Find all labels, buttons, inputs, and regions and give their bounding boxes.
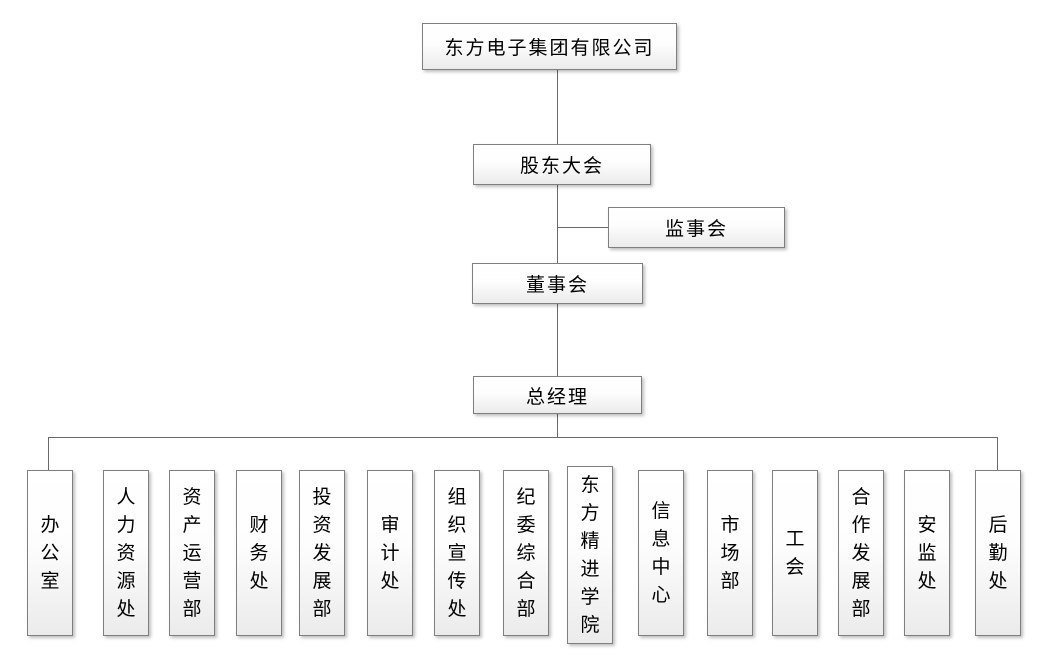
department-label-char: 产 (182, 514, 202, 536)
department-label-char: 进 (580, 558, 600, 580)
department-label-char: 运 (182, 542, 202, 564)
org-box-department-14: 安监处 (904, 470, 950, 636)
connector-line (557, 185, 558, 263)
org-box-supervisory-board: 监事会 (608, 207, 785, 248)
department-label-char: 审 (380, 514, 400, 536)
org-box-department-10: 信息中心 (638, 470, 684, 636)
department-label-char: 计 (380, 542, 400, 564)
department-label-char: 中 (651, 556, 671, 578)
connector-line (997, 437, 998, 470)
org-box-department-8: 纪委综合部 (503, 470, 549, 636)
department-label-char: 部 (851, 598, 871, 620)
department-label-char: 勤 (988, 542, 1008, 564)
department-label-char: 资 (116, 542, 136, 564)
department-label-char: 作 (851, 514, 871, 536)
department-label-char: 综 (516, 542, 536, 564)
department-label-char: 学 (580, 586, 600, 608)
org-box-board-of-directors-label: 董事会 (525, 274, 589, 296)
department-label-char: 营 (182, 570, 202, 592)
department-label-char: 传 (447, 570, 467, 592)
department-label-char: 源 (116, 570, 136, 592)
org-box-company-label: 东方电子集团有限公司 (444, 37, 655, 59)
connector-line (557, 414, 558, 437)
department-label-char: 组 (447, 486, 467, 508)
department-label-char: 财 (249, 514, 269, 536)
department-label-char: 工 (785, 528, 805, 550)
department-label-char: 纪 (516, 486, 536, 508)
org-box-shareholders-meeting-label: 股东大会 (519, 155, 604, 177)
department-label-char: 投 (312, 486, 332, 508)
org-box-general-manager: 总经理 (473, 376, 642, 414)
org-box-department-15: 后勤处 (975, 470, 1021, 636)
connector-line (48, 437, 998, 438)
department-label-char: 部 (516, 598, 536, 620)
department-label-char: 发 (851, 542, 871, 564)
connector-line (557, 227, 608, 228)
department-label-char: 部 (182, 598, 202, 620)
department-label-char: 力 (116, 514, 136, 536)
org-box-department-9: 东方精进学院 (567, 466, 613, 644)
org-box-department-11: 市场部 (707, 470, 753, 636)
department-label-char: 心 (651, 584, 671, 606)
connector-line (48, 437, 49, 470)
department-label-char: 发 (312, 542, 332, 564)
department-label-char: 信 (651, 500, 671, 522)
org-box-supervisory-board-label: 监事会 (664, 218, 728, 240)
org-box-department-4: 财务处 (236, 470, 282, 636)
org-box-company: 东方电子集团有限公司 (422, 23, 677, 70)
org-box-department-6: 审计处 (367, 470, 413, 636)
department-label-char: 合 (516, 570, 536, 592)
department-label-char: 息 (651, 528, 671, 550)
department-label-char: 处 (380, 570, 400, 592)
department-label-char: 精 (580, 530, 600, 552)
department-label-char: 处 (917, 570, 937, 592)
department-label-char: 院 (580, 614, 600, 636)
org-box-department-7: 组织宣传处 (434, 470, 480, 636)
department-label-char: 合 (851, 486, 871, 508)
department-label-char: 展 (312, 570, 332, 592)
department-label-char: 织 (447, 514, 467, 536)
department-label-char: 部 (720, 570, 740, 592)
org-box-department-13: 合作发展部 (838, 470, 884, 636)
org-box-board-of-directors: 董事会 (472, 263, 643, 304)
org-box-department-12: 工会 (772, 470, 818, 636)
department-label-char: 市 (720, 514, 740, 536)
department-label-char: 人 (116, 486, 136, 508)
department-label-char: 处 (988, 570, 1008, 592)
department-label-char: 资 (312, 514, 332, 536)
org-box-shareholders-meeting: 股东大会 (473, 144, 651, 185)
department-label-char: 后 (988, 514, 1008, 536)
org-box-department-2: 人力资源处 (103, 470, 149, 636)
department-label-char: 东 (580, 474, 600, 496)
department-label-char: 处 (116, 598, 136, 620)
department-label-char: 宣 (447, 542, 467, 564)
department-label-char: 会 (785, 556, 805, 578)
org-box-general-manager-label: 总经理 (525, 385, 589, 408)
department-label-char: 处 (249, 570, 269, 592)
department-label-char: 展 (851, 570, 871, 592)
department-label-char: 公 (40, 542, 60, 564)
department-label-char: 室 (40, 570, 60, 592)
org-box-department-3: 资产运营部 (169, 470, 215, 636)
department-label-char: 安 (917, 514, 937, 536)
org-box-department-1: 办公室 (27, 470, 73, 636)
department-label-char: 部 (312, 598, 332, 620)
department-label-char: 资 (182, 486, 202, 508)
department-label-char: 办 (40, 514, 60, 536)
connector-line (557, 304, 558, 376)
department-label-char: 方 (580, 502, 600, 524)
department-label-char: 处 (447, 598, 467, 620)
department-label-char: 监 (917, 542, 937, 564)
department-label-char: 务 (249, 542, 269, 564)
department-label-char: 委 (516, 514, 536, 536)
org-box-department-5: 投资发展部 (299, 470, 345, 636)
connector-line (557, 70, 558, 144)
department-label-char: 场 (720, 542, 740, 564)
